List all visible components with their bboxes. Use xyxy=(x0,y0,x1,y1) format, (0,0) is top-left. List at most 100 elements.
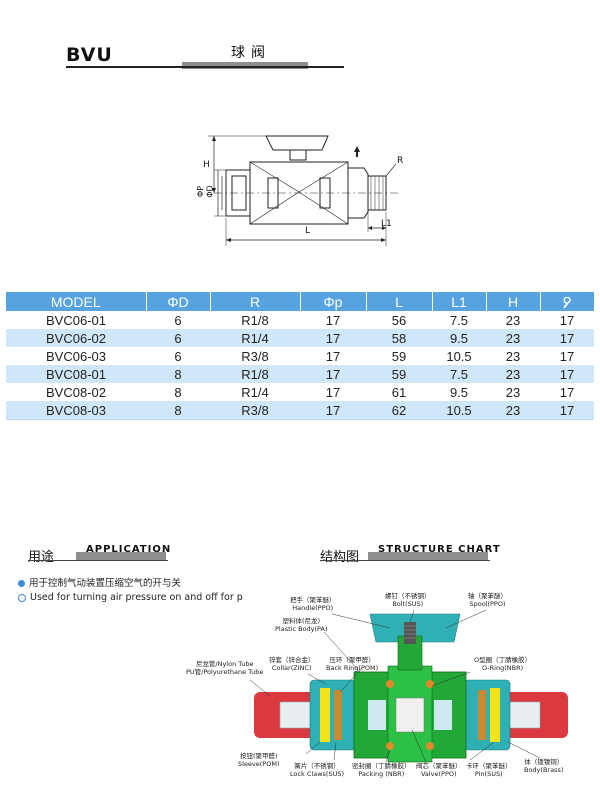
label-back-ring: 压环（聚甲醛） Back Ring(POM) xyxy=(326,656,379,672)
structure-rule xyxy=(320,560,490,561)
cell-l: 56 xyxy=(391,312,407,328)
dim-p-label: ΦP xyxy=(196,185,206,198)
col-header-od: ΦD xyxy=(145,292,210,311)
col-header-model: MODEL xyxy=(6,292,146,311)
bullet-hollow-icon xyxy=(18,593,26,602)
cell-od: 8 xyxy=(146,365,210,383)
cell-l1: 7.5 xyxy=(449,312,469,328)
cell-r: R1/8 xyxy=(210,365,300,383)
cell-model: BVC06-03 xyxy=(46,348,106,364)
dim-d-label: ΦD xyxy=(205,185,215,198)
label-tube: 尼龙管/Nylon Tube PU管/Polyurethane Tube xyxy=(186,660,264,676)
cell-h: 23 xyxy=(486,329,540,347)
structure-title-en: STRUCTURE CHART xyxy=(378,544,501,555)
cell-model: BVC08-02 xyxy=(46,384,106,400)
cell-wrench: 17 xyxy=(559,312,575,328)
cell-model: BVC08-03 xyxy=(6,401,146,420)
table-row: BVC08-02 8 R1/4 17 61 9.5 23 17 xyxy=(6,383,594,401)
cell-od: 8 xyxy=(174,384,182,400)
cell-r: R1/8 xyxy=(241,312,269,328)
cell-r: R3/8 xyxy=(210,401,300,420)
label-pin: 卡环（聚苯醚） Pin(SUS) xyxy=(466,762,512,778)
label-handle: 把手（聚苯醚） Handle(PPO) xyxy=(290,596,336,612)
label-body: 体（镀镍铜） Body(Brass) xyxy=(524,758,564,774)
cell-wrench: 17 xyxy=(540,365,594,383)
cell-r: R3/8 xyxy=(241,348,269,364)
cell-l: 61 xyxy=(391,384,407,400)
cell-wrench: 17 xyxy=(559,384,575,400)
cell-r: R1/4 xyxy=(241,384,269,400)
cell-p: 17 xyxy=(300,365,366,383)
dim-l1-label: L1 xyxy=(381,219,392,229)
cell-p: 17 xyxy=(325,312,341,328)
label-collar: 锌套（锌合金） Collar(ZINC) xyxy=(269,656,315,672)
label-o-ring: O型圈（丁腈橡胶） O-Ring(NBR) xyxy=(474,656,532,672)
col-header-h: H xyxy=(485,292,540,311)
application-text-cn: 用于控制气动装置压缩空气的开与关 xyxy=(29,578,182,589)
label-valve: 阀芯（聚苯醚） Valve(PPO) xyxy=(416,762,462,778)
cell-h: 23 xyxy=(486,401,540,420)
cell-r: R1/4 xyxy=(210,329,300,347)
label-bolt: 螺钉（不锈钢） Bolt(SUS) xyxy=(385,592,431,608)
table-row: BVC08-01 8 R1/8 17 59 7.5 23 17 xyxy=(6,365,594,383)
col-header-l: L xyxy=(365,292,432,311)
col-header-l1: L1 xyxy=(431,292,486,311)
cell-od: 6 xyxy=(146,329,210,347)
structure-title-cn: 结构图 xyxy=(320,550,360,565)
cell-l1: 9.5 xyxy=(432,329,486,347)
label-plastic-body: 塑料体(尼龙) Plastic Body(PA) xyxy=(275,617,328,633)
label-sleeve: 按钮(聚甲醛) Sleeve(POM) xyxy=(238,752,280,768)
cell-wrench: 17 xyxy=(540,329,594,347)
table-row: BVC06-02 6 R1/4 17 58 9.5 23 17 xyxy=(6,329,594,347)
cell-p: 17 xyxy=(325,384,341,400)
cell-h: 23 xyxy=(505,384,521,400)
cell-l1: 10.5 xyxy=(432,401,486,420)
structure-cutaway xyxy=(250,609,568,763)
cell-p: 17 xyxy=(300,329,366,347)
spec-table: MODEL ΦD R Φp L L1 H BVC06-01 6 R1/8 17 … xyxy=(6,292,594,420)
cell-od: 6 xyxy=(174,348,182,364)
structure-bar xyxy=(368,552,488,561)
cell-l1: 7.5 xyxy=(432,365,486,383)
cell-model: BVC06-02 xyxy=(6,329,146,347)
header-rule xyxy=(66,66,344,68)
application-text-en: Used for turning air pressure on and off… xyxy=(30,592,243,603)
cell-l: 62 xyxy=(366,401,432,420)
application-line-en: Used for turning air pressure on and off… xyxy=(18,592,243,603)
label-spool: 轴（聚苯醚） Spool(PPO) xyxy=(468,592,507,608)
cell-model: BVC08-01 xyxy=(6,365,146,383)
col-header-p: Φp xyxy=(299,292,366,311)
cell-od: 8 xyxy=(146,401,210,420)
table-row: BVC06-01 6 R1/8 17 56 7.5 23 17 xyxy=(6,311,594,329)
cell-l1: 9.5 xyxy=(449,384,469,400)
cell-wrench: 17 xyxy=(540,401,594,420)
col-header-wrench xyxy=(539,292,594,311)
cell-h: 23 xyxy=(505,348,521,364)
application-bar xyxy=(76,552,166,561)
cell-p: 17 xyxy=(325,348,341,364)
cell-l: 59 xyxy=(391,348,407,364)
dim-l-label: L xyxy=(305,226,311,236)
application-rule xyxy=(28,560,168,561)
cell-h: 23 xyxy=(505,312,521,328)
dim-r-label: R xyxy=(397,156,404,166)
dimension-drawing xyxy=(208,135,400,246)
cell-l: 58 xyxy=(366,329,432,347)
label-lock-claws: 簧片（不锈钢） Lock Claws(SUS) xyxy=(290,762,344,778)
application-title-en: APPLICATION xyxy=(86,544,172,555)
cell-p: 17 xyxy=(300,401,366,420)
col-header-r: R xyxy=(209,292,300,311)
product-title: 球阀 xyxy=(231,45,271,61)
cell-od: 6 xyxy=(174,312,182,328)
cell-model: BVC06-01 xyxy=(46,312,106,328)
label-packing: 密封圈（丁腈橡胶） Packing (NBR) xyxy=(352,762,411,778)
table-row: BVC06-03 6 R3/8 17 59 10.5 23 17 xyxy=(6,347,594,365)
cell-wrench: 17 xyxy=(559,348,575,364)
wrench-icon xyxy=(563,296,572,309)
bullet-filled-icon xyxy=(18,580,25,587)
dim-h-label: H xyxy=(203,160,210,170)
application-title-cn: 用途 xyxy=(28,550,55,565)
cell-h: 23 xyxy=(486,365,540,383)
series-code: BVU xyxy=(66,44,113,66)
cell-l: 59 xyxy=(366,365,432,383)
